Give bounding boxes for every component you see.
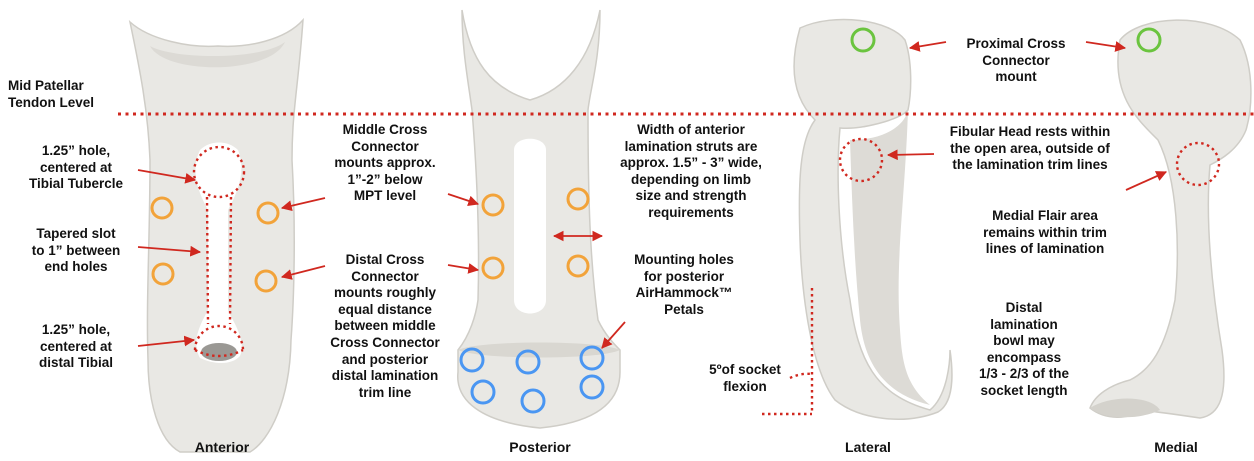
label-line: Mounting holes	[618, 252, 750, 269]
label-line: between middle	[316, 318, 454, 335]
fibular-head-label: Fibular Head rests within the open area,…	[932, 124, 1128, 174]
mounting-holes-label: Mounting holes for posterior AirHammock™…	[618, 252, 750, 318]
label-line: Connector	[316, 269, 454, 286]
label-line: Petals	[618, 302, 750, 319]
label-line: Middle Cross	[319, 122, 451, 139]
label-line: lines of lamination	[970, 241, 1120, 258]
proximal-cross-connector-label: Proximal Cross Connector mount	[946, 36, 1086, 86]
view-caption-posterior: Posterior	[490, 439, 590, 455]
label-line: mounts approx.	[319, 155, 451, 172]
label-line: depending on limb	[606, 172, 776, 189]
hole-distal-tibial-label: 1.25” hole, centered at distal Tibial	[14, 322, 138, 372]
label-line: Distal	[952, 300, 1096, 317]
strut-width-label: Width of anterior lamination struts are …	[606, 122, 776, 222]
lateral-socket	[794, 19, 952, 419]
view-caption-lateral: Lateral	[818, 439, 918, 455]
medial-flair-label: Medial Flair area remains within trim li…	[970, 208, 1120, 258]
label-line: Medial Flair area	[970, 208, 1120, 225]
label-line: 1”-2” below	[319, 172, 451, 189]
label-line: MPT level	[319, 188, 451, 205]
label-line: for posterior	[618, 269, 750, 286]
label-line: Fibular Head rests within	[932, 124, 1128, 141]
socket-flexion-label: 5ºof socket flexion	[702, 362, 788, 395]
anterior-socket	[130, 20, 303, 452]
distal-bowl-label: Distal lamination bowl may encompass 1/3…	[952, 300, 1096, 400]
tapered-slot-label: Tapered slot to 1” between end holes	[14, 226, 138, 276]
label-line: requirements	[606, 205, 776, 222]
label-line: the lamination trim lines	[932, 157, 1128, 174]
label-line: socket length	[952, 383, 1096, 400]
label-line: equal distance	[316, 302, 454, 319]
label-line: Distal Cross	[316, 252, 454, 269]
label-line: centered at	[14, 339, 138, 356]
label-line: size and strength	[606, 188, 776, 205]
label-line: Tapered slot	[14, 226, 138, 243]
label-line: flexion	[702, 379, 788, 396]
label-line: Cross Connector	[316, 335, 454, 352]
distal-cross-connector-label: Distal Cross Connector mounts roughly eq…	[316, 252, 454, 401]
label-line: mount	[946, 69, 1086, 86]
label-line: 1.25” hole,	[14, 322, 138, 339]
label-line: the open area, outside of	[932, 141, 1128, 158]
hole-tibial-tubercle-label: 1.25” hole, centered at Tibial Tubercle	[14, 143, 138, 193]
label-line: Proximal Cross	[946, 36, 1086, 53]
label-line: Tibial Tubercle	[14, 176, 138, 193]
label-line: Tendon Level	[8, 95, 94, 112]
label-line: 1/3 - 2/3 of the	[952, 366, 1096, 383]
label-line: bowl may	[952, 333, 1096, 350]
label-line: centered at	[14, 160, 138, 177]
label-line: Connector	[319, 139, 451, 156]
label-line: mounts roughly	[316, 285, 454, 302]
label-line: approx. 1.5” - 3” wide,	[606, 155, 776, 172]
label-line: encompass	[952, 350, 1096, 367]
view-caption-anterior: Anterior	[172, 439, 272, 455]
label-line: trim line	[316, 385, 454, 402]
label-line: lamination	[952, 317, 1096, 334]
label-line: 1.25” hole,	[14, 143, 138, 160]
mpt-level-label: Mid Patellar Tendon Level	[8, 78, 94, 111]
label-line: and posterior	[316, 352, 454, 369]
label-line: lamination struts are	[606, 139, 776, 156]
label-line: remains within trim	[970, 225, 1120, 242]
label-line: end holes	[14, 259, 138, 276]
view-caption-medial: Medial	[1126, 439, 1226, 455]
label-line: Mid Patellar	[8, 78, 94, 95]
middle-cross-connector-label: Middle Cross Connector mounts approx. 1”…	[319, 122, 451, 205]
label-line: to 1” between	[14, 243, 138, 260]
label-line: AirHammock™	[618, 285, 750, 302]
label-line: distal Tibial	[14, 355, 138, 372]
label-line: 5ºof socket	[702, 362, 788, 379]
label-line: distal lamination	[316, 368, 454, 385]
label-line: Connector	[946, 53, 1086, 70]
label-line: Width of anterior	[606, 122, 776, 139]
